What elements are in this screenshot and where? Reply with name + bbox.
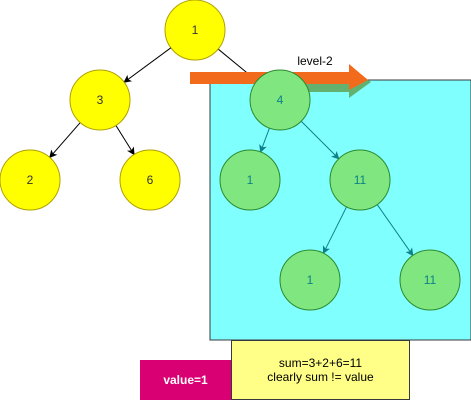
node-circle [219, 149, 281, 211]
node-circle [0, 149, 61, 211]
node-circle [399, 249, 461, 311]
edge-n11-n11b [376, 204, 414, 257]
sum-line-2: clearly sum != value [267, 370, 374, 384]
node-circle [249, 69, 311, 131]
tree-node-n1b: 1 [219, 149, 281, 211]
tree-node-n3: 3 [69, 69, 131, 131]
edge-n4-n1b [259, 127, 270, 153]
node-label: 1 [247, 173, 254, 187]
node-label: 1 [307, 273, 314, 287]
edge-n3-n2 [49, 122, 81, 159]
tree-node-n6: 6 [119, 149, 181, 211]
tree-node-n4: 4 [249, 69, 311, 131]
node-circle [119, 149, 181, 211]
edge-n3-n6 [115, 125, 135, 156]
node-label: 4 [277, 93, 284, 107]
node-circle [329, 149, 391, 211]
sum-box: sum=3+2+6=11 clearly sum != value [231, 340, 410, 400]
sum-line-1: sum=3+2+6=11 [278, 356, 363, 370]
edge-n4-n11 [300, 120, 340, 160]
node-label: 3 [97, 93, 104, 107]
node-label: 1 [192, 23, 199, 37]
node-label: 6 [147, 173, 154, 187]
tree-node-n11b: 11 [399, 249, 461, 311]
edge-n11-n1c [322, 206, 348, 255]
node-label: 11 [424, 273, 437, 287]
edge-n1-n3 [123, 47, 172, 83]
node-circle [164, 0, 226, 61]
level-arrow-label: level-2 [297, 54, 333, 68]
node-label: 2 [27, 173, 34, 187]
node-label: 11 [354, 173, 367, 187]
node-circle [69, 69, 131, 131]
tree-node-n11: 11 [329, 149, 391, 211]
tree-node-n2: 2 [0, 149, 61, 211]
tree-node-n1: 1 [164, 0, 226, 61]
value-box: value=1 [140, 360, 231, 400]
node-circle [279, 249, 341, 311]
tree-node-n1c: 1 [279, 249, 341, 311]
